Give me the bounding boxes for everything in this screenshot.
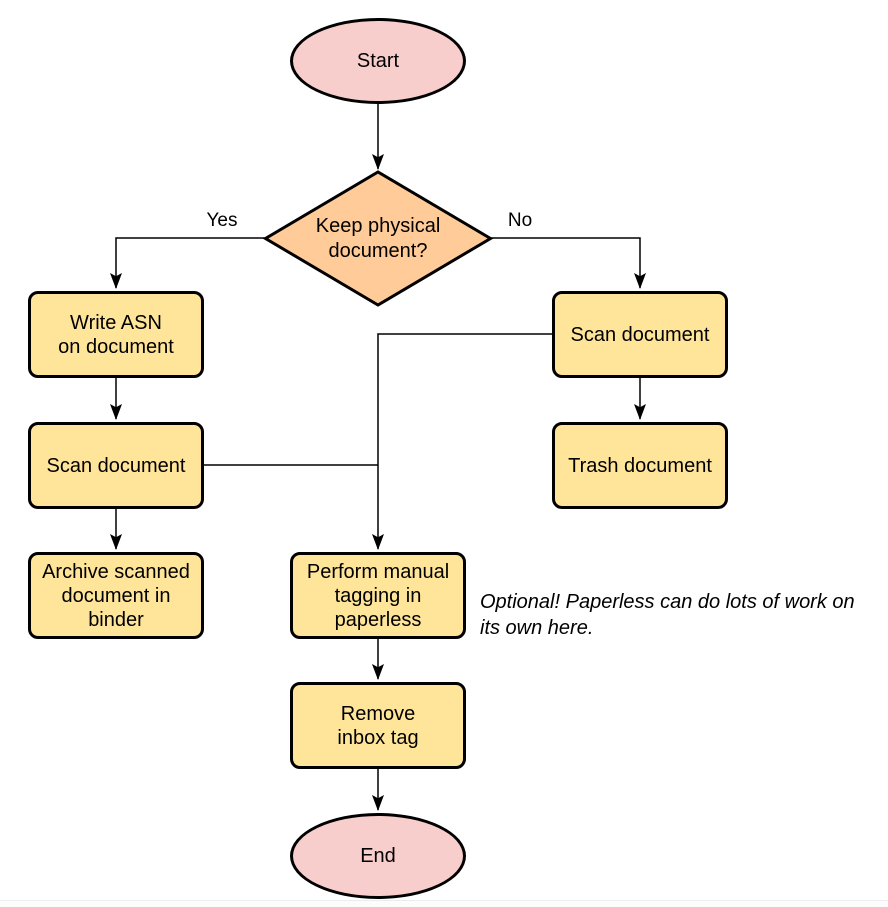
start-terminal: Start [290, 18, 466, 104]
connector-decision-no [491, 237, 646, 289]
process-perform-manual-tagging: Perform manual tagging in paperless [290, 552, 466, 639]
edge-label-yes: Yes [206, 210, 238, 231]
connector-decision-yes [110, 237, 265, 289]
process-trash-document: Trash document [552, 422, 728, 509]
process-scan-document-left: Scan document [28, 422, 204, 509]
process-write-asn-on-document: Write ASN on document [28, 291, 204, 378]
decision-keep-physical-document-label: Keep physical document? [315, 214, 441, 262]
edge-label-no: No [507, 210, 533, 231]
annotation-optional-note: Optional! Paperless can do lots of work … [480, 591, 855, 639]
connector-scanright-to-tagging [372, 333, 552, 550]
end-terminal: End [290, 813, 466, 899]
decision-diamond-shape [262, 170, 494, 307]
process-archive-scanned-document-in-binder: Archive scanned document in binder [28, 552, 204, 639]
viewport-bottom-edge [0, 900, 888, 907]
process-remove-inbox-tag: Remove inbox tag [290, 682, 466, 769]
process-scan-document-right: Scan document [552, 291, 728, 378]
